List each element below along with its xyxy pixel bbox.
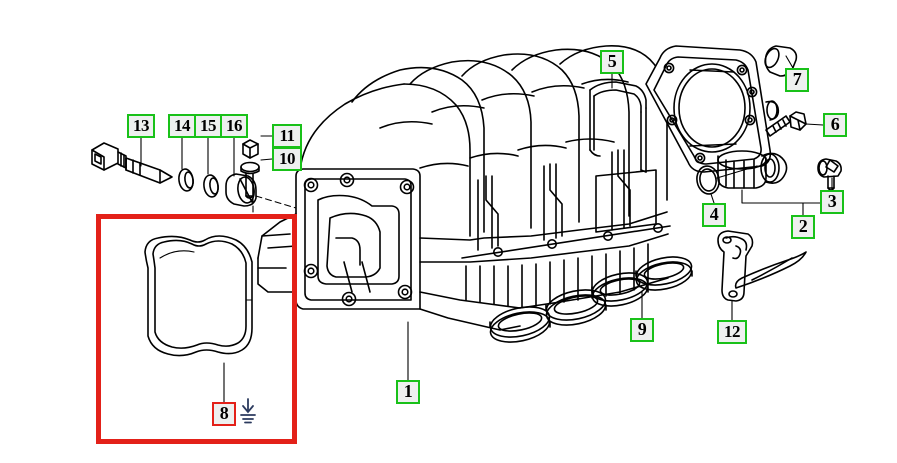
callout-label-text: 11 [279, 125, 295, 145]
callout-label-text: 10 [279, 148, 296, 168]
callout-label-text: 6 [830, 114, 840, 134]
callout-label-2[interactable]: 2 [791, 215, 815, 239]
callout-label-7[interactable]: 7 [785, 68, 809, 92]
callout-label-13[interactable]: 13 [127, 114, 155, 138]
callout-label-3[interactable]: 3 [820, 190, 844, 214]
ground-orientation-icon [240, 398, 256, 424]
callout-label-text: 3 [827, 191, 837, 211]
callout-label-text: 8 [219, 403, 229, 423]
callout-label-text: 4 [709, 204, 719, 224]
callout-label-1[interactable]: 1 [396, 380, 420, 404]
callout-label-text: 5 [607, 51, 617, 71]
callout-label-text: 15 [200, 115, 217, 135]
callout-label-8[interactable]: 8 [212, 402, 236, 426]
callout-label-5[interactable]: 5 [600, 50, 624, 74]
callout-label-10[interactable]: 10 [272, 147, 302, 171]
callout-label-9[interactable]: 9 [630, 318, 654, 342]
callout-label-text: 2 [798, 216, 808, 236]
callout-label-14[interactable]: 14 [168, 114, 196, 138]
callout-label-text: 9 [637, 319, 647, 339]
callout-label-text: 16 [226, 115, 243, 135]
callout-label-15[interactable]: 15 [194, 114, 222, 138]
callout-label-6[interactable]: 6 [823, 113, 847, 137]
callout-label-4[interactable]: 4 [702, 203, 726, 227]
callout-label-text: 13 [133, 115, 150, 135]
callout-label-16[interactable]: 16 [220, 114, 248, 138]
callout-label-text: 1 [403, 381, 413, 401]
callout-label-text: 12 [724, 321, 741, 341]
callout-label-12[interactable]: 12 [717, 320, 747, 344]
callout-label-text: 14 [174, 115, 191, 135]
callout-label-11[interactable]: 11 [272, 124, 302, 148]
callout-label-text: 7 [792, 69, 802, 89]
